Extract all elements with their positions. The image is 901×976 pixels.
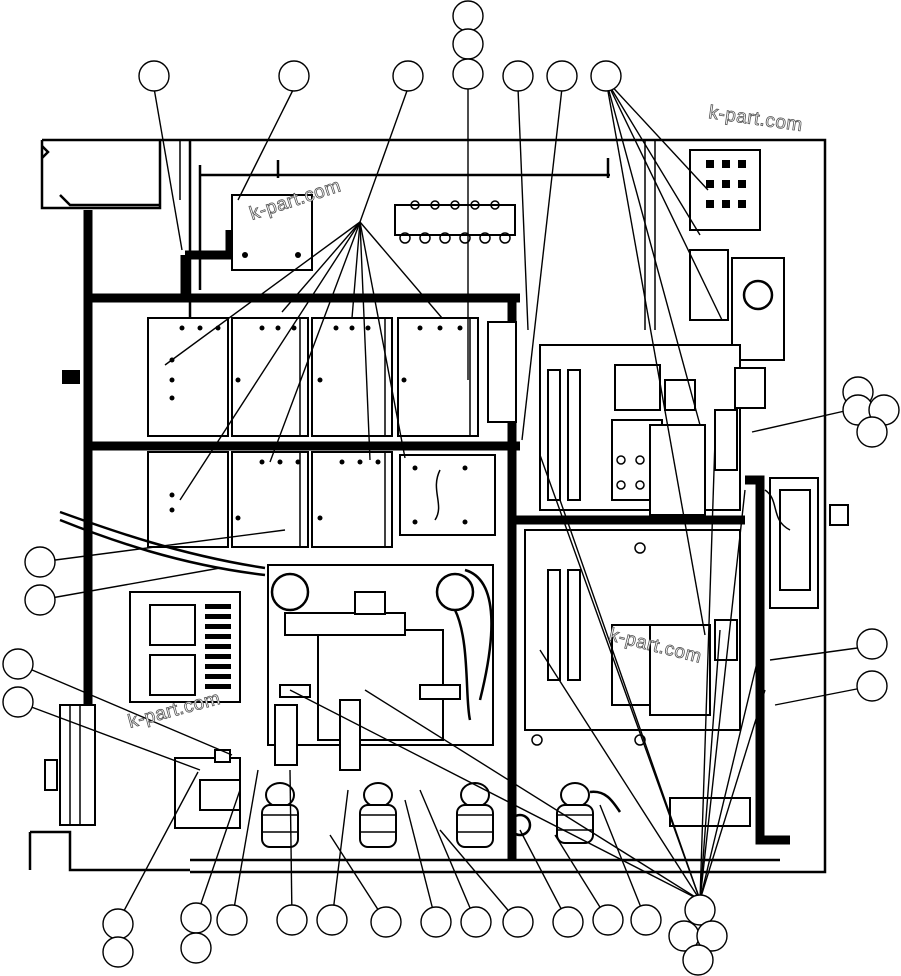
callout-bottom-1b — [102, 936, 134, 968]
callout-left-3 — [2, 648, 34, 680]
bottom-insulators — [261, 782, 622, 848]
callout-top-2 — [278, 60, 310, 92]
cabinet-frame — [28, 138, 827, 874]
callout-top-4b — [452, 28, 484, 60]
callout-bottom-2b — [180, 932, 212, 964]
watermark-top-right: k-part.com — [707, 102, 804, 136]
callout-bottom-13d — [682, 944, 714, 976]
callout-bottom-13a — [684, 894, 716, 926]
callout-bottom-5 — [316, 904, 348, 936]
callout-bottom-13c — [696, 920, 728, 952]
callout-bottom-10 — [552, 906, 584, 938]
callout-bottom-2a — [180, 902, 212, 934]
main-contactor — [267, 564, 494, 771]
callout-left-4 — [2, 686, 34, 718]
callout-top-4c — [452, 58, 484, 90]
callout-bottom-9 — [502, 906, 534, 938]
callout-bottom-8 — [460, 906, 492, 938]
callout-top-4a — [452, 0, 484, 32]
callout-top-5 — [502, 60, 534, 92]
callout-right-2 — [856, 628, 888, 660]
leader-lines — [17, 79, 873, 923]
lower-module-row — [147, 451, 496, 548]
callout-bottom-1a — [102, 908, 134, 940]
callout-bottom-7 — [420, 906, 452, 938]
callout-bottom-6 — [370, 906, 402, 938]
callout-top-7 — [590, 60, 622, 92]
callout-bottom-3 — [216, 904, 248, 936]
callout-right-3 — [856, 670, 888, 702]
top-terminal-strip — [198, 158, 610, 290]
callout-left-2 — [24, 584, 56, 616]
left-lower-components — [44, 510, 266, 829]
callout-top-3 — [392, 60, 424, 92]
callout-bottom-12 — [630, 904, 662, 936]
right-upper-section — [539, 149, 785, 516]
callout-bottom-11 — [592, 904, 624, 936]
callout-top-1 — [138, 60, 170, 92]
callout-left-1 — [24, 546, 56, 578]
structural-bars — [62, 210, 790, 860]
callout-right-1d — [856, 416, 888, 448]
callout-bottom-4 — [276, 904, 308, 936]
callout-top-6 — [546, 60, 578, 92]
upper-module-row — [147, 317, 517, 437]
